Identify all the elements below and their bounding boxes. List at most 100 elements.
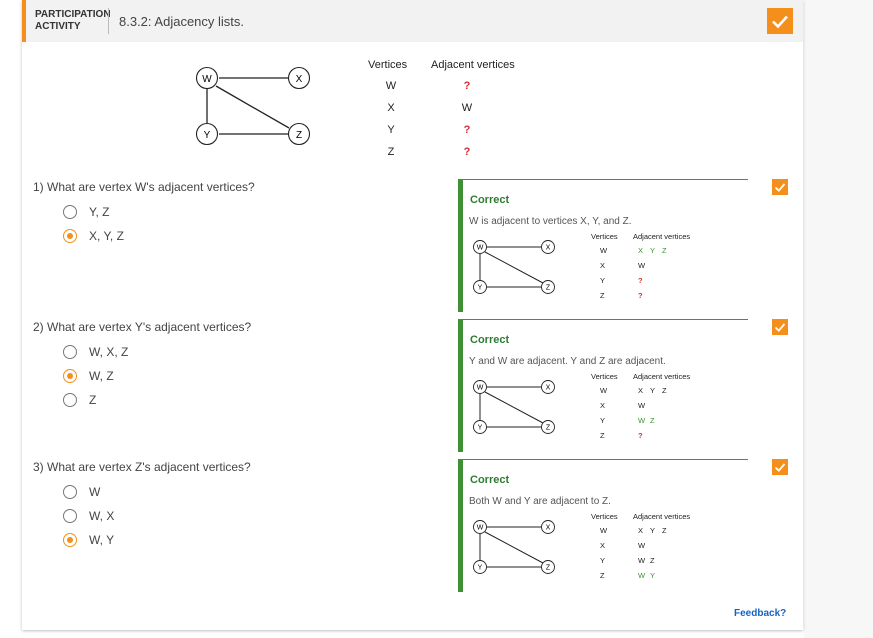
answer-option-label: W, Y [89,533,115,547]
answer-option-label: Z [89,393,97,407]
radio-unselected-icon[interactable] [63,509,77,523]
mini-graph-vertex-label: W [477,245,484,252]
radio-unselected-icon[interactable] [63,345,77,359]
mini-table-adjacent: W [638,401,646,410]
activity-type-label: PARTICIPATION ACTIVITY [35,9,111,33]
mini-graph-vertex-label: Y [478,565,483,572]
main-table-vertex: X [387,102,395,114]
question-text: 1) What are vertex W's adjacent vertices… [33,180,255,194]
radio-unselected-icon[interactable] [63,485,77,499]
mini-table-vertex: Y [600,416,606,425]
vertex-label: W [202,74,212,85]
mini-table-vertex: W [600,386,608,395]
mini-column-header-vertices: Vertices [591,232,618,241]
mini-table-adjacent: W [638,261,646,270]
mini-table-adjacent: Y [650,246,656,255]
mini-table-adjacent: W [638,541,646,550]
mini-table-adjacent: ? [638,291,643,300]
activity-type-line2: ACTIVITY [35,21,81,32]
mini-table-vertex: X [600,401,606,410]
answer-option-label: W [89,485,101,499]
mini-table-vertex: Z [600,431,605,440]
feedback-explanation: Both W and Y are adjacent to Z. [469,496,611,507]
feedback-link[interactable]: Feedback? [734,608,787,619]
mini-table-vertex: X [600,261,606,270]
header-accent-bar [22,0,26,42]
radio-unselected-icon[interactable] [63,393,77,407]
activity-title: 8.3.2: Adjacency lists. [119,14,245,29]
mini-graph-diagram: W X Y Z [473,240,555,294]
mini-graph-vertex-label: W [477,385,484,392]
mini-graph-vertex-label: X [546,385,551,392]
mini-table-adjacent: Z [662,526,667,535]
mini-table-adjacent: W [638,556,646,565]
feedback-explanation: Y and W are adjacent. Y and Z are adjace… [469,356,666,367]
vertex-label: X [296,74,303,85]
mini-table-adjacent: Z [662,246,667,255]
mini-graph-diagram: W X Y Z [473,520,555,574]
mini-graph-vertex: X [541,240,555,254]
mini-table-adjacent: Z [650,416,655,425]
column-header-vertices: Vertices [368,59,408,71]
answer-option-label: Y, Z [89,205,110,219]
mini-graph-vertex-label: Z [546,285,551,292]
mini-table-adjacent: Y [650,571,656,580]
activity-type-line1: PARTICIPATION [35,9,111,20]
vertex-y: Y [195,122,219,146]
mini-graph-vertex: W [473,520,487,534]
main-table-vertex: Y [387,124,395,136]
main-table-vertex: Z [387,146,395,158]
mini-graph-vertex: Y [473,560,487,574]
mini-graph-vertex: Y [473,280,487,294]
mini-graph-vertex-label: X [546,525,551,532]
main-table-adjacent: ? [463,146,471,158]
feedback-correct-bar [458,320,463,452]
mini-table-adjacent: Y [650,526,656,535]
mini-column-header-adjacent: Adjacent vertices [633,512,691,521]
completion-check-icon [767,8,793,34]
vertex-w: W [195,66,219,90]
mini-graph-vertex: Z [541,560,555,574]
mini-graph-vertex-label: Z [546,565,551,572]
feedback-title: Correct [470,474,510,486]
mini-graph-vertex: X [541,520,555,534]
answer-option-label: W, X, Z [89,345,129,359]
mini-column-header-adjacent: Adjacent vertices [633,372,691,381]
activity-header: PARTICIPATION ACTIVITY 8.3.2: Adjacency … [22,0,803,42]
radio-selected-icon[interactable] [63,229,77,243]
mini-graph-vertex-label: Y [478,285,483,292]
main-graph-diagram: W X Y Z [195,66,311,146]
question-complete-check-icon [772,459,788,475]
vertex-x: X [287,66,311,90]
mini-table-vertex: W [600,246,608,255]
mini-column-header-vertices: Vertices [591,512,618,521]
participation-activity-card: PARTICIPATION ACTIVITY 8.3.2: Adjacency … [22,0,803,630]
mini-table-adjacent: W [638,416,646,425]
page-background-right [804,0,873,638]
mini-table-vertex: X [600,541,606,550]
edge-w-z [215,85,290,129]
feedback-title: Correct [470,194,510,206]
mini-table-adjacent: W [638,571,646,580]
mini-graph-vertex-label: X [546,245,551,252]
mini-graph-vertex: Z [541,420,555,434]
mini-table-adjacent: Z [662,386,667,395]
vertex-label: Y [204,130,211,141]
mini-table-adjacent: ? [638,431,643,440]
main-table-adjacent: W [461,102,473,114]
radio-selected-icon[interactable] [63,369,77,383]
main-table-adjacent: ? [463,80,471,92]
mini-table-adjacent: Y [650,386,656,395]
question-complete-check-icon [772,319,788,335]
mini-column-header-vertices: Vertices [591,372,618,381]
radio-selected-icon[interactable] [63,533,77,547]
mini-graph-edge [484,531,544,564]
mini-graph-vertex: Z [541,280,555,294]
radio-unselected-icon[interactable] [63,205,77,219]
main-table-adjacent: ? [463,124,471,136]
